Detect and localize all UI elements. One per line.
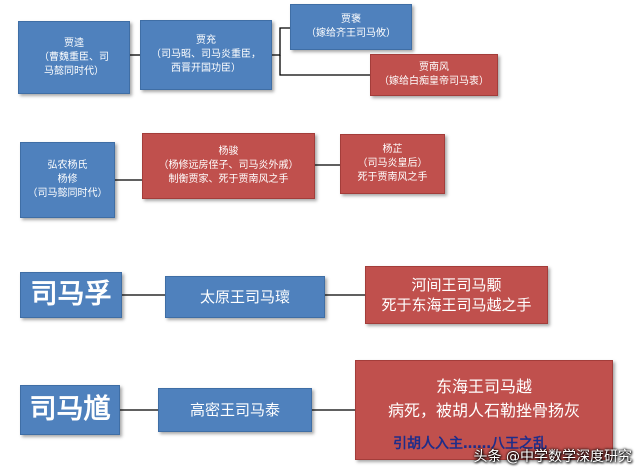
connector-jiachong-jiabao [272, 27, 290, 56]
node-sima-fu: 司马孚 [20, 272, 122, 318]
node-hejian-king-note: 死于东海王司马越之手 [381, 296, 532, 314]
node-donghai-king-name: 东海王司马越 [435, 377, 532, 396]
node-jia-chong-note-1: （司马昭、司马炎重臣， [151, 49, 261, 60]
node-yang-zhi-note-1: （司马炎皇后） [357, 158, 428, 169]
node-yang-xiu-clan: 弘农杨氏 [47, 160, 88, 171]
node-sima-kui: 司马馗 [20, 385, 120, 435]
node-jia-bao-name: 贾褒 [341, 14, 361, 25]
node-jia-chong-note-2: 西晋开国功臣） [171, 63, 241, 74]
node-jia-kui-note-1: （曹魏重臣、司 [39, 51, 109, 63]
node-jia-kui: 贾逵 （曹魏重臣、司 马懿同时代） [18, 21, 130, 94]
overlay-caption: 引胡人入主……八王之乱 [393, 436, 547, 452]
node-taiyuan-king-name: 太原王司马瓌 [199, 288, 290, 306]
node-yang-zhi: 杨芷 （司马炎皇后） 死于贾南风之手 [340, 134, 445, 194]
node-jia-nanfeng: 贾南风 （嫁给白痴皇帝司马衷） [370, 54, 498, 96]
node-yang-xiu-note: （司马懿同时代） [27, 188, 108, 199]
node-jia-nanfeng-name: 贾南风 [419, 62, 449, 73]
node-taiyuan-king: 太原王司马瓌 [165, 276, 325, 318]
node-yang-jun: 杨骏 （杨修远房侄子、司马炎外戚） 制衡贾家、死于贾南风之手 [142, 133, 315, 199]
node-yang-jun-name: 杨骏 [218, 146, 239, 157]
node-yang-jun-note-2: 制衡贾家、死于贾南风之手 [168, 174, 289, 185]
node-donghai-king: 东海王司马越 病死，被胡人石勒挫骨扬灰 [355, 360, 613, 460]
node-hejian-king-name: 河间王司马颙 [411, 276, 502, 294]
node-hejian-king: 河间王司马颙 死于东海王司马越之手 [365, 266, 548, 324]
node-sima-fu-name: 司马孚 [30, 279, 112, 310]
node-jia-chong-name: 贾充 [196, 35, 216, 46]
node-sima-kui-name: 司马馗 [29, 394, 111, 425]
node-yang-xiu: 弘农杨氏 杨修 （司马懿同时代） [20, 142, 115, 218]
node-jia-nanfeng-note: （嫁给白痴皇帝司马衷） [379, 76, 489, 87]
node-jia-chong: 贾充 （司马昭、司马炎重臣， 西晋开国功臣） [140, 20, 272, 90]
node-yang-zhi-name: 杨芷 [382, 144, 403, 155]
node-yang-jun-note-1: （杨修远房侄子、司马炎外戚） [158, 160, 299, 171]
node-jia-kui-name: 贾逵 [64, 37, 84, 49]
node-gaomi-king-name: 高密王司马泰 [189, 401, 280, 419]
watermark-text: 头条 @中学数学深度研究 [473, 449, 632, 465]
node-yang-xiu-name: 杨修 [57, 174, 78, 185]
node-jia-bao-note: （嫁给齐王司马攸） [306, 28, 396, 39]
node-yang-zhi-note-2: 死于贾南风之手 [357, 172, 428, 183]
node-jia-kui-note-2: 马懿同时代） [44, 65, 104, 77]
connector-jiachong-jianafeng [279, 55, 370, 76]
node-jia-bao: 贾褒 （嫁给齐王司马攸） [290, 4, 412, 50]
node-donghai-king-note: 病死，被胡人石勒挫骨扬灰 [387, 401, 580, 420]
node-gaomi-king: 高密王司马泰 [158, 388, 312, 432]
